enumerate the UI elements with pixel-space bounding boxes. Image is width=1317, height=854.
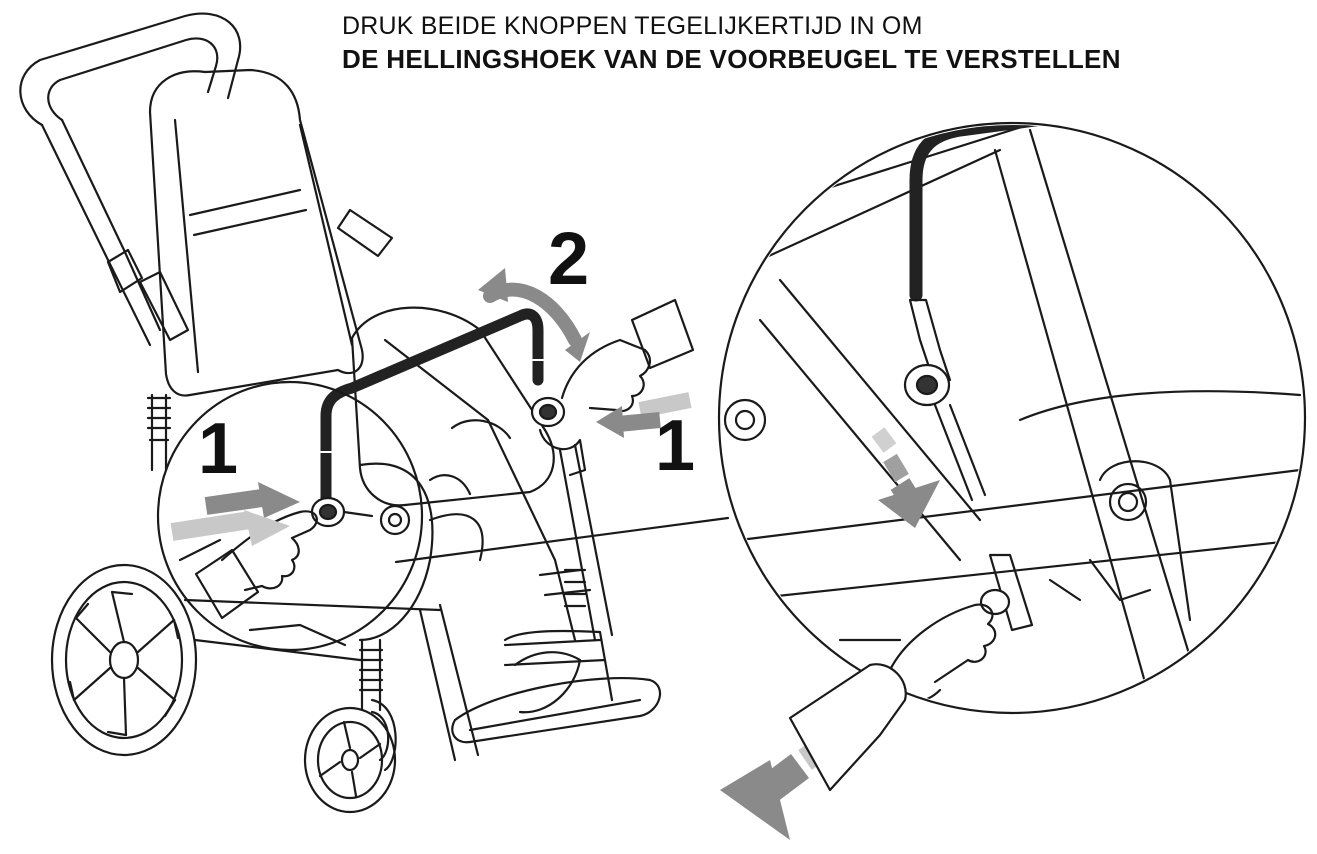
right-sleeve: [630, 298, 695, 370]
left-push-arrow: [170, 482, 300, 546]
seat-back: [148, 68, 364, 397]
front-bar: [320, 308, 544, 506]
footrest: [451, 677, 661, 744]
right-button: [530, 396, 587, 477]
seat-cushion: [350, 306, 555, 507]
front-spring: [358, 638, 384, 712]
right-hand: [560, 338, 652, 413]
rear-spring: [146, 393, 172, 472]
right-push-arrow: [596, 392, 692, 438]
left-magnifier: [156, 380, 424, 652]
left-hand: [220, 510, 318, 592]
zoom-bar: [909, 125, 1057, 302]
rotate-arrow: [478, 268, 590, 362]
right-magnifier: [717, 121, 1307, 715]
zoom-hand: [888, 603, 997, 684]
front-frame: [383, 338, 577, 642]
zoom-sleeve: [788, 663, 907, 792]
instruction-line-2: DE HELLINGSHOEK VAN DE VOORBEUGEL TE VER…: [342, 44, 1121, 74]
push-handle: [19, 12, 242, 127]
front-wheel: [303, 706, 397, 814]
rear-frame-tube: [40, 123, 152, 347]
magnifier-connector: [394, 516, 730, 564]
left-sleeve: [194, 548, 260, 620]
caster-fork: [370, 698, 397, 772]
step-number-2: 2: [548, 217, 590, 300]
left-button: [310, 496, 374, 528]
instruction-line-1: DRUK BEIDE KNOPPEN TEGELIJKERTIJD IN OM: [342, 12, 923, 40]
step-number-1-left: 1: [198, 409, 239, 489]
zoom-down-arrow: [871, 427, 940, 528]
zoom-button: [979, 588, 1011, 616]
rear-wheel: [50, 563, 198, 757]
step-number-1-right: 1: [655, 406, 696, 486]
